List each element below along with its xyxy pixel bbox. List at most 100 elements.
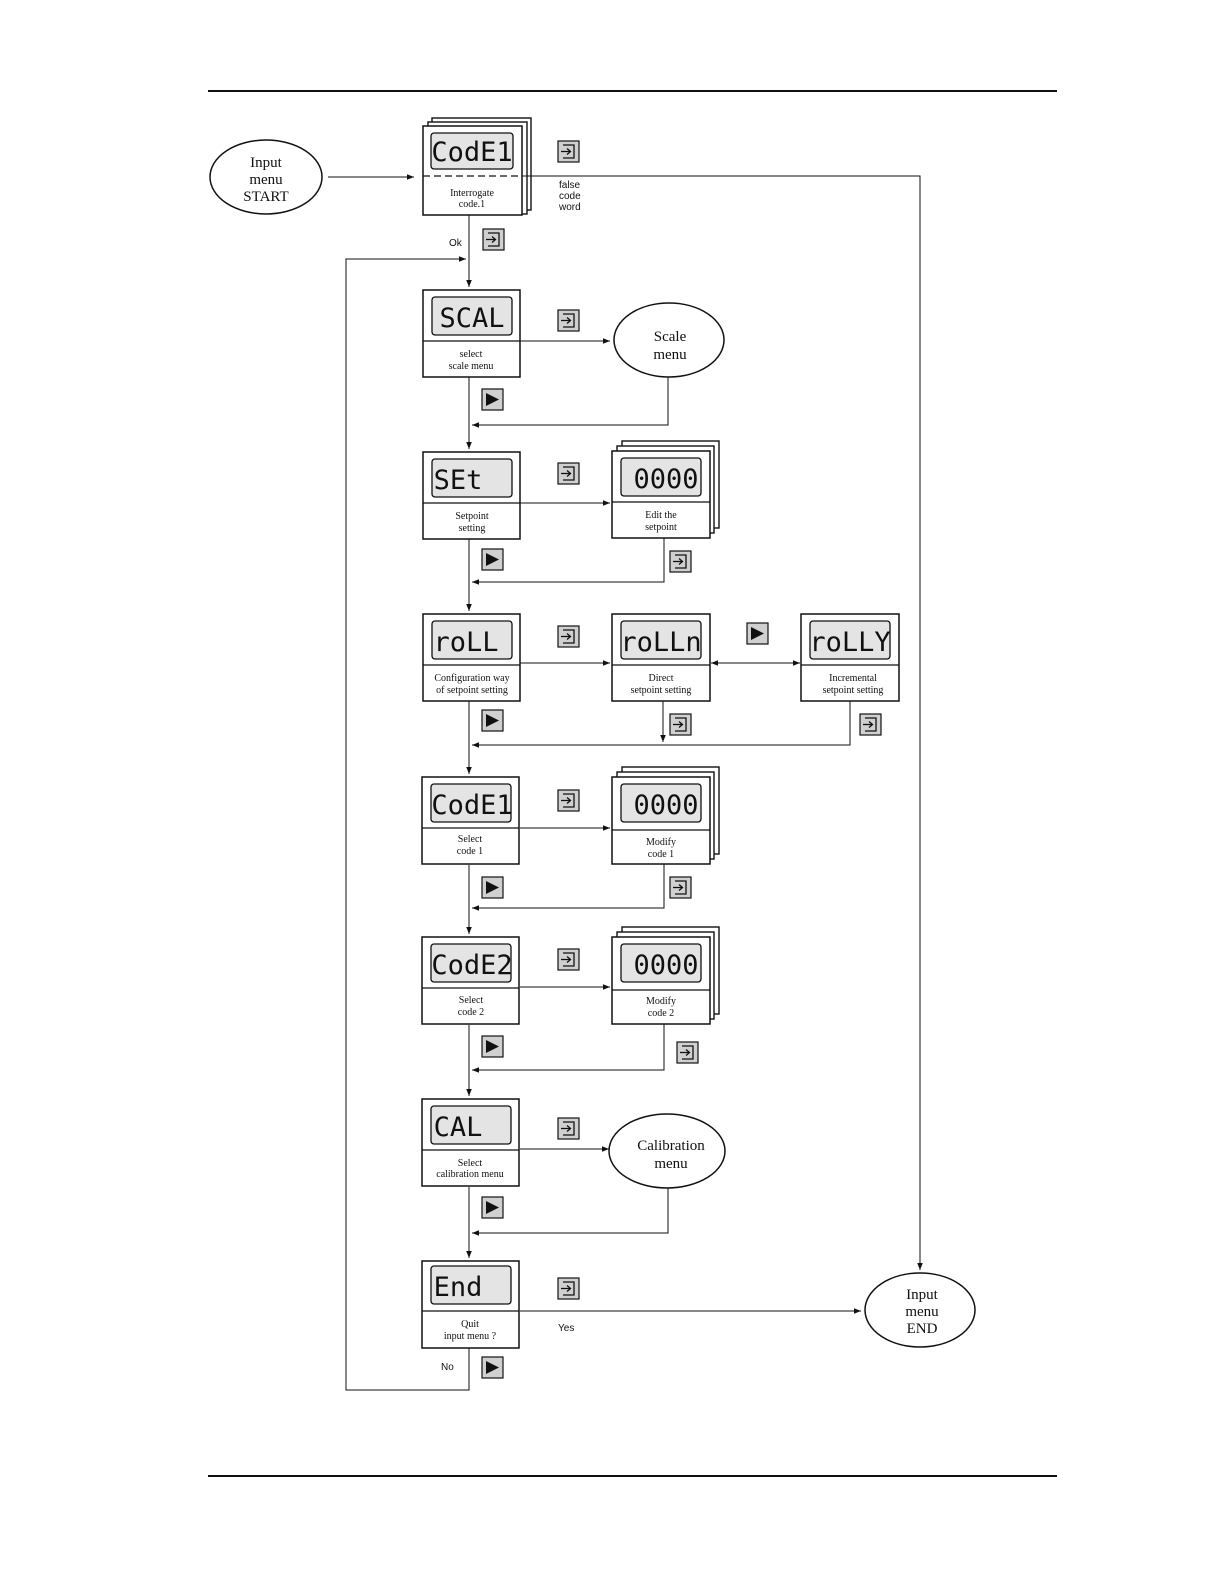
code1-edit-display: 0000 Modify code 1 xyxy=(611,766,720,865)
svg-text:scale menu: scale menu xyxy=(449,361,494,372)
svg-text:setting: setting xyxy=(459,523,486,534)
enter-key-icon xyxy=(669,713,692,736)
set-display: SEt Setpoint setting xyxy=(422,451,521,540)
right-arrow-key-icon xyxy=(481,1196,504,1219)
right-arrow-key-icon xyxy=(746,622,769,645)
code1-check-display: CodE1 Interrogate code.1 xyxy=(422,117,532,216)
svg-text:Scale: Scale xyxy=(654,329,687,345)
right-arrow-key-icon xyxy=(481,876,504,899)
svg-text:Modify: Modify xyxy=(646,837,676,848)
right-arrow-key-icon xyxy=(481,548,504,571)
enter-key-icon xyxy=(676,1041,699,1064)
enter-key-icon xyxy=(557,1277,580,1300)
svg-text:calibration menu: calibration menu xyxy=(436,1169,503,1180)
setpoint-return-path xyxy=(472,538,665,585)
svg-text:CodE2: CodE2 xyxy=(431,950,512,981)
svg-text:Input: Input xyxy=(250,155,282,171)
svg-text:0000: 0000 xyxy=(633,950,698,981)
svg-text:END: END xyxy=(907,1321,938,1337)
roll-display: roLL Configuration way of setpoint setti… xyxy=(422,613,521,702)
svg-text:code 1: code 1 xyxy=(457,846,483,857)
svg-text:Modify: Modify xyxy=(646,996,676,1007)
right-arrow-key-icon xyxy=(481,1035,504,1058)
code2-display: CodE2 Select code 2 xyxy=(421,936,520,1025)
svg-text:word: word xyxy=(558,202,581,213)
svg-text:roLLY: roLLY xyxy=(809,627,890,658)
false-code-path xyxy=(522,175,923,1270)
yes-label: Yes xyxy=(558,1323,574,1334)
svg-text:code.1: code.1 xyxy=(459,199,485,210)
svg-text:Configuration way: Configuration way xyxy=(434,673,509,684)
ok-label: Ok xyxy=(449,238,463,249)
svg-text:Setpoint: Setpoint xyxy=(455,511,489,522)
svg-text:input menu ?: input menu ? xyxy=(444,1331,497,1342)
svg-text:Edit the: Edit the xyxy=(645,510,677,521)
enter-key-icon xyxy=(557,1117,580,1140)
svg-text:of setpoint setting: of setpoint setting xyxy=(436,685,508,696)
enter-key-icon xyxy=(557,140,580,163)
svg-text:Select: Select xyxy=(458,1158,483,1169)
enter-key-icon xyxy=(557,789,580,812)
svg-text:code 2: code 2 xyxy=(648,1008,674,1019)
svg-text:menu: menu xyxy=(249,172,283,188)
svg-text:menu: menu xyxy=(905,1304,939,1320)
scale-menu-node: Scale menu xyxy=(613,302,725,378)
enter-key-icon xyxy=(557,462,580,485)
svg-text:setpoint setting: setpoint setting xyxy=(631,685,692,696)
svg-text:Direct: Direct xyxy=(649,673,674,684)
right-arrow-key-icon xyxy=(481,709,504,732)
end-node: Input menu END xyxy=(864,1272,976,1348)
setpoint-edit-display: 0000 Edit the setpoint xyxy=(611,440,720,539)
svg-text:code: code xyxy=(559,191,581,202)
svg-text:CodE1: CodE1 xyxy=(431,790,512,821)
svg-text:menu: menu xyxy=(653,347,687,363)
calibration-return-path xyxy=(472,1188,669,1236)
rolly-display: roLLY Incremental setpoint setting xyxy=(800,613,900,702)
svg-text:roLL: roLL xyxy=(433,627,498,658)
svg-text:SEt: SEt xyxy=(434,465,483,496)
svg-text:START: START xyxy=(243,189,288,205)
svg-text:Calibration: Calibration xyxy=(637,1138,705,1154)
svg-text:End: End xyxy=(434,1272,483,1303)
enter-key-icon xyxy=(482,228,505,251)
svg-text:SCAL: SCAL xyxy=(439,303,504,334)
code1-display: CodE1 Select code 1 xyxy=(421,776,520,865)
svg-text:Select: Select xyxy=(459,995,484,1006)
rolly-return-path xyxy=(472,701,851,748)
svg-text:code 2: code 2 xyxy=(458,1007,484,1018)
enter-key-icon xyxy=(557,625,580,648)
code1-return-path xyxy=(472,864,665,911)
svg-text:0000: 0000 xyxy=(633,464,698,495)
enter-key-icon xyxy=(859,713,882,736)
code2-edit-display: 0000 Modify code 2 xyxy=(611,926,720,1025)
enter-key-icon xyxy=(669,550,692,573)
false-code-label: false code word xyxy=(558,180,581,213)
svg-text:CodE1: CodE1 xyxy=(431,137,512,168)
no-label: No xyxy=(441,1362,454,1373)
enter-key-icon xyxy=(557,948,580,971)
scal-display: SCAL select scale menu xyxy=(422,289,521,378)
svg-text:menu: menu xyxy=(654,1156,688,1172)
right-arrow-key-icon xyxy=(481,1356,504,1379)
svg-text:CAL: CAL xyxy=(434,1112,483,1143)
svg-text:select: select xyxy=(460,349,483,360)
start-node: Input menu START xyxy=(209,139,323,215)
svg-text:Interrogate: Interrogate xyxy=(450,188,494,199)
no-loop-path xyxy=(345,256,470,1391)
svg-text:0000: 0000 xyxy=(633,790,698,821)
code2-return-path xyxy=(472,1024,665,1073)
enter-key-icon xyxy=(557,309,580,332)
svg-text:setpoint: setpoint xyxy=(645,522,677,533)
svg-text:false: false xyxy=(559,180,581,191)
svg-text:roLLn: roLLn xyxy=(620,627,701,658)
calibration-menu-node: Calibration menu xyxy=(608,1113,726,1189)
right-arrow-key-icon xyxy=(481,388,504,411)
enter-key-icon xyxy=(669,876,692,899)
svg-text:Incremental: Incremental xyxy=(829,673,877,684)
svg-text:Select: Select xyxy=(458,834,483,845)
svg-text:setpoint setting: setpoint setting xyxy=(823,685,884,696)
rolln-display: roLLn Direct setpoint setting xyxy=(611,613,711,702)
svg-text:Input: Input xyxy=(906,1287,938,1303)
end-display: End Quit input menu ? xyxy=(421,1260,520,1349)
